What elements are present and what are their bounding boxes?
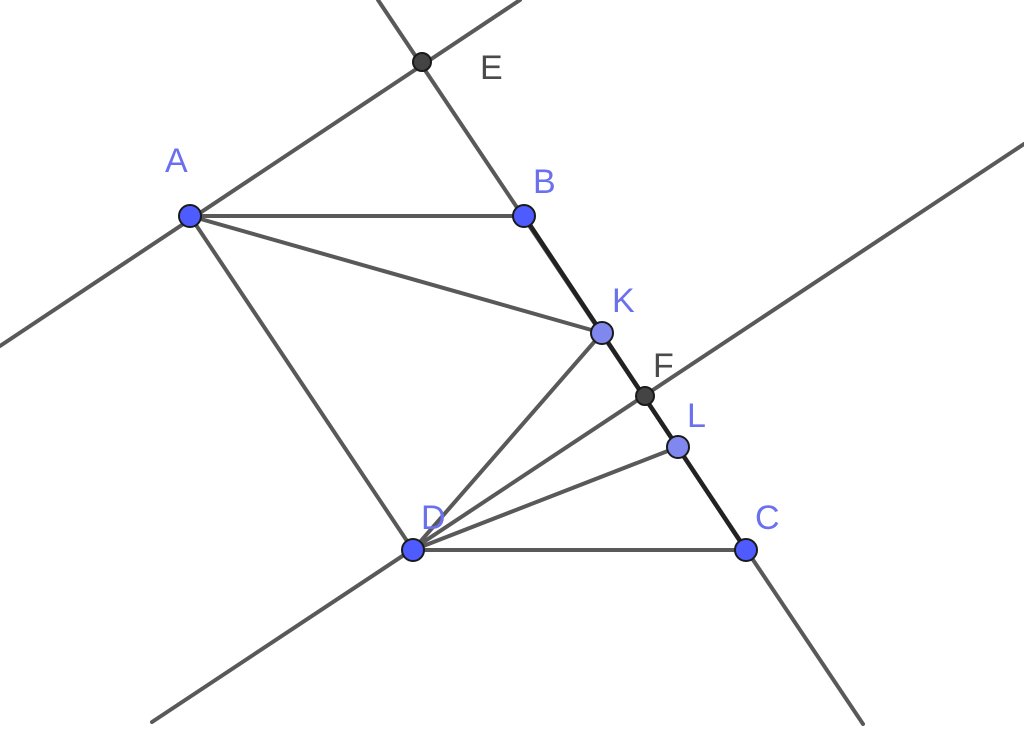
line-through-D-F xyxy=(150,142,1024,724)
point-L[interactable] xyxy=(666,435,690,459)
label-C: C xyxy=(755,499,780,537)
label-F: F xyxy=(653,347,674,385)
label-L: L xyxy=(687,397,706,435)
segment-A-K xyxy=(188,214,604,335)
point-F[interactable] xyxy=(635,386,655,406)
point-B[interactable] xyxy=(512,204,536,228)
label-B: B xyxy=(533,163,556,201)
label-D: D xyxy=(421,499,446,537)
line-through-A-E xyxy=(0,0,522,348)
segment-D-K xyxy=(411,331,604,552)
point-K[interactable] xyxy=(590,321,614,345)
label-E: E xyxy=(480,49,503,87)
segment-A-D xyxy=(188,214,415,552)
point-D[interactable] xyxy=(401,538,425,562)
point-C[interactable] xyxy=(734,538,758,562)
label-A: A xyxy=(165,142,188,180)
point-A[interactable] xyxy=(178,204,202,228)
segment-D-L xyxy=(411,445,680,552)
label-K: K xyxy=(612,282,635,320)
segment-B-C xyxy=(521,213,749,553)
point-E[interactable] xyxy=(412,52,432,72)
